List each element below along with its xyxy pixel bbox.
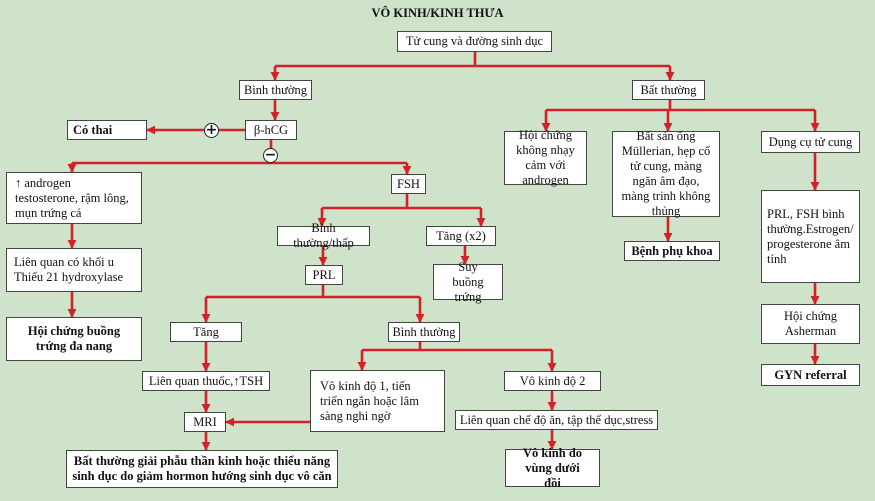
node-tumor: Liên quan có khối u Thiếu 21 hydroxylase (6, 248, 142, 292)
node-ovarian-failure: Suy buồng trứng (433, 260, 503, 304)
node-fsh-normal-low: Bình thường/thấp (277, 221, 370, 250)
chart-title: VÔ KINH/KINH THƯA (371, 6, 504, 20)
arrow-root-split (275, 52, 670, 68)
arrow-fsh-split (322, 194, 481, 210)
arrow-prl-split (206, 285, 420, 299)
node-bhcg: β-hCG (245, 120, 297, 140)
node-mri: MRI (184, 412, 226, 432)
node-mullerian: Bất sản ống Müllerian, hẹp cổ tử cung, m… (612, 129, 720, 218)
node-gyn-referral: GYN referral (761, 364, 860, 386)
node-gyn: Bệnh phụ khoa (624, 241, 720, 261)
negative-sign-icon: − (263, 147, 278, 163)
node-prl: PRL (305, 265, 343, 285)
node-drug-tsh: Liên quan thuốc,↑TSH (142, 371, 270, 391)
node-asherman: Hội chứng Asherman (761, 304, 860, 344)
positive-sign-icon: + (204, 122, 219, 138)
node-ais: Hội chứng không nhạy cảm với androgen (504, 128, 587, 187)
node-prl-normal: Bình thường (388, 322, 460, 342)
arrow-abnormal-split (546, 100, 815, 112)
node-pcos: Hội chứng buồng trứng đa nang (6, 317, 142, 361)
node-diet: Liên quan chế độ ăn, tập thể dục,stress (455, 410, 658, 430)
node-root: Tử cung và đường sinh dục (397, 31, 552, 52)
node-amen2: Vô kinh độ 2 (504, 371, 601, 391)
node-fsh-high: Tăng (x2) (426, 226, 496, 246)
node-fsh: FSH (391, 174, 426, 194)
arrow-normal-split (362, 342, 552, 352)
node-mri-result: Bất thường giải phẫu thần kinh hoặc thiể… (66, 450, 338, 488)
node-pregnant: Có thai (67, 120, 147, 140)
node-amen1: Vô kinh độ 1, tiến triển ngắn hoặc lâm s… (310, 370, 445, 432)
node-androgen: ↑ androgen testosterone, rậm lông, mụn t… (6, 172, 142, 224)
node-prl-fsh-normal: PRL, FSH bình thường.Estrogen/ progester… (761, 190, 860, 283)
node-normal: Bình thường (239, 80, 312, 100)
node-iud: Dụng cụ tử cung (761, 131, 860, 153)
node-hypothalamic: Vô kinh do vùng dưới đồi (505, 446, 600, 490)
node-abnormal: Bất thường (632, 80, 705, 100)
node-prl-high: Tăng (170, 322, 242, 342)
